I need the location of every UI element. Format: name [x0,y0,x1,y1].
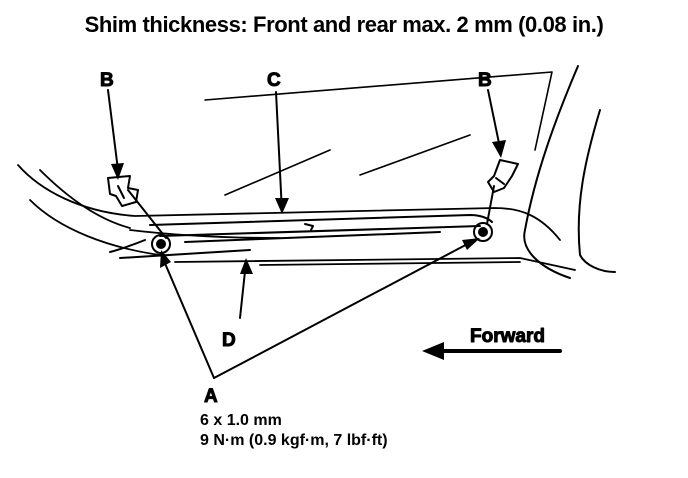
shim-thickness-heading: Shim thickness: Front and rear max. 2 mm… [84,12,604,37]
callout-c: C [267,70,281,91]
clip-b-right [487,159,519,193]
window-glass [204,71,553,196]
callout-b-right: B [478,70,492,91]
callout-b-left: B [100,70,114,91]
forward-arrow-icon [422,342,562,360]
leader-arrowheads [111,140,506,274]
leader-lines [107,89,501,379]
torque-spec: 9 N·m (0.9 kgf·m, 7 lbf·ft) [200,432,388,449]
door-sill [17,164,576,271]
callout-a: A [204,386,218,407]
forward-label: Forward [470,326,545,347]
moulding-c [109,214,493,259]
bolt-a-right [473,222,493,242]
callout-d: D [222,330,236,351]
bolt-size-spec: 6 x 1.0 mm [200,412,282,429]
body-pillar [523,65,616,279]
clip-b-left [107,175,139,207]
